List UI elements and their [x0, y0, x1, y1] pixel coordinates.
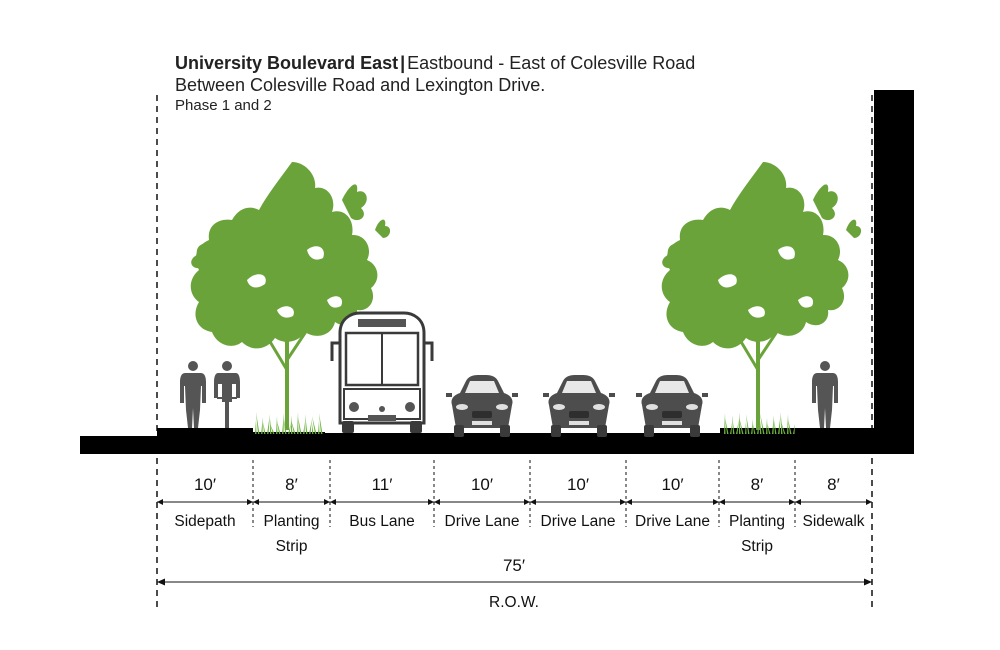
car-icon: [636, 375, 708, 437]
segment-name-label: Drive Lane: [541, 513, 616, 530]
phase-label: Phase 1 and 2: [175, 97, 272, 114]
cyclist-icon: [214, 361, 240, 428]
bus-icon: [330, 311, 434, 433]
segment-dimension: 11′ Bus Lane: [330, 475, 434, 530]
segment-width-label: 10′: [194, 475, 216, 494]
pedestrian-icon: [180, 361, 206, 428]
segment-name-label: Strip: [276, 538, 308, 555]
title-line: University Boulevard East|Eastbound - Ea…: [175, 52, 695, 74]
title-block: University Boulevard East|Eastbound - Ea…: [175, 52, 695, 116]
direction-label: Eastbound - East of Colesville Road: [407, 53, 696, 73]
segment-name-label: Planting: [263, 513, 319, 530]
street-name: University Boulevard East: [175, 53, 399, 73]
segment-dimension: 10′ Drive Lane: [626, 475, 719, 530]
segment-name-label: Sidepath: [174, 513, 235, 530]
title-separator: |: [400, 53, 406, 73]
segment-width-label: 11′: [372, 475, 393, 494]
car-icon: [446, 375, 518, 437]
segment-name-label: Drive Lane: [635, 513, 710, 530]
segment-name-label: Strip: [741, 538, 773, 555]
row-total-dimension: 75′ R.O.W.: [157, 556, 872, 611]
segment-name-label: Bus Lane: [349, 513, 415, 530]
row-label: R.O.W.: [489, 594, 539, 611]
segment-dimension: 10′ Sidepath: [157, 475, 253, 530]
row-width-label: 75′: [503, 556, 525, 575]
ground-profile: [80, 428, 914, 454]
segment-width-label: 10′: [567, 475, 589, 494]
extent-label: Between Colesville Road and Lexington Dr…: [175, 75, 546, 95]
planting-strip-grass-right: [724, 412, 795, 434]
pedestrian-icon: [812, 361, 838, 428]
planting-strip-grass-left: [255, 412, 323, 434]
segment-dimension: 10′ Drive Lane: [530, 475, 626, 530]
car-icon: [543, 375, 615, 437]
building-wall: [874, 90, 914, 445]
segment-width-label: 10′: [471, 475, 493, 494]
segment-name-label: Sidewalk: [802, 513, 864, 530]
segment-width-label: 8′: [285, 475, 298, 494]
segment-name-label: Drive Lane: [445, 513, 520, 530]
segment-width-label: 10′: [661, 475, 683, 494]
segment-dimension: 8′ Sidewalk: [795, 475, 872, 530]
segment-name-label: Planting: [729, 513, 785, 530]
segment-width-label: 8′: [827, 475, 840, 494]
segment-width-label: 8′: [751, 475, 764, 494]
segment-dimension: 10′ Drive Lane: [434, 475, 530, 530]
